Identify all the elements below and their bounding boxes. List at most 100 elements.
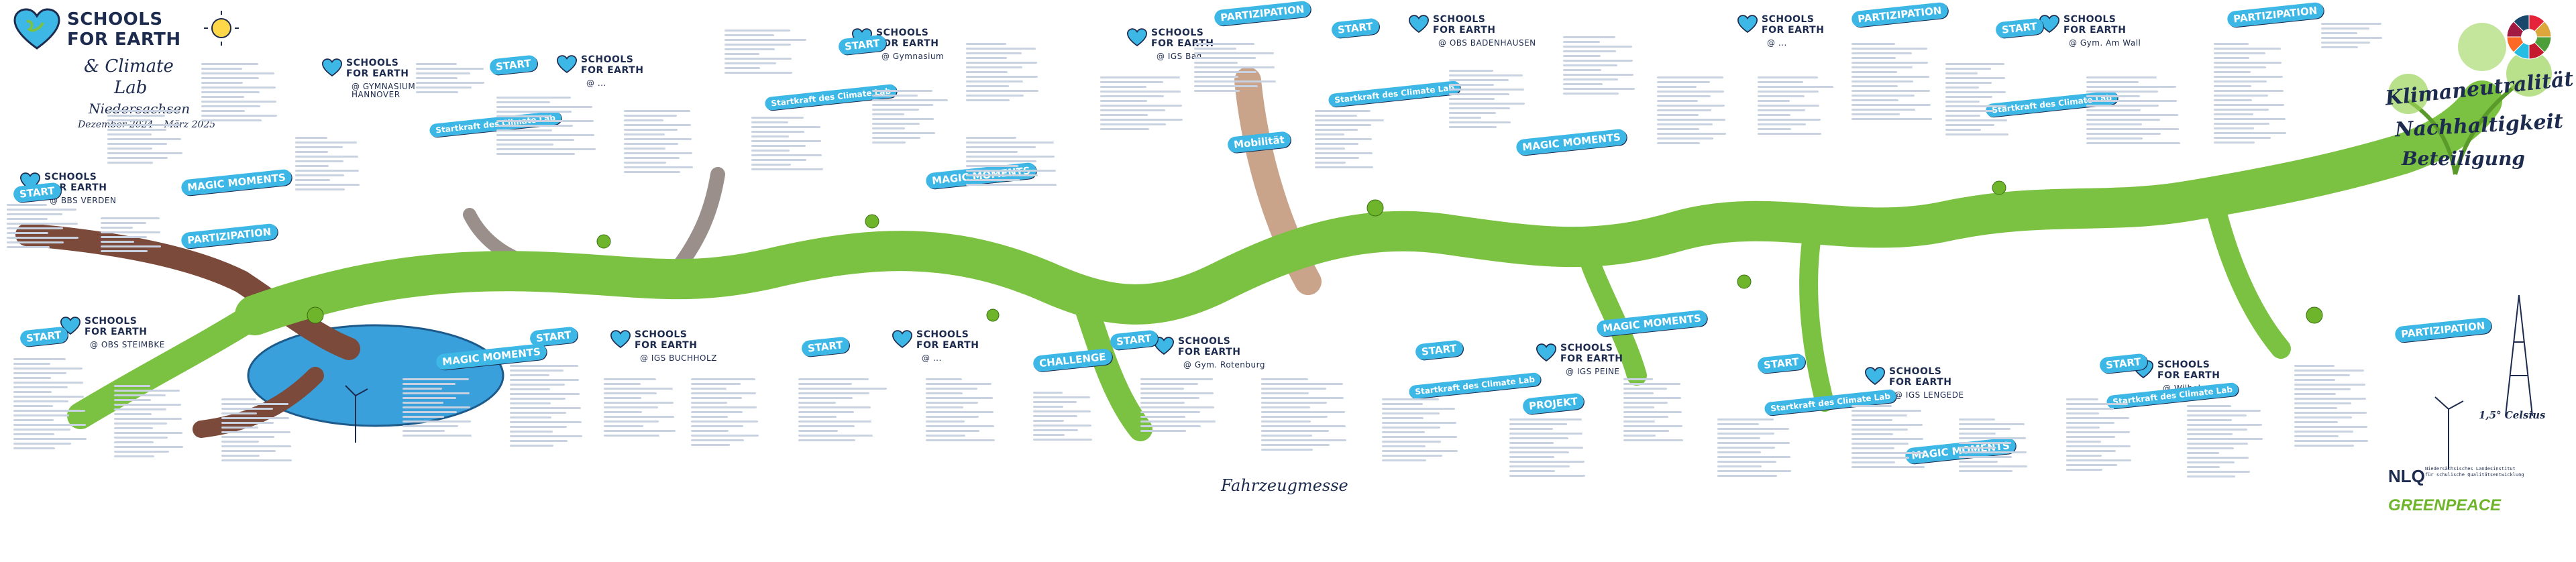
heart-globe-icon (13, 8, 60, 50)
school-brand-line1: SCHOOLS (44, 172, 97, 182)
heart-globe-icon (557, 55, 577, 74)
note-block (966, 134, 1067, 201)
note-block (7, 201, 87, 262)
school-brand-line2: FOR EARTH (916, 340, 979, 351)
sdg-wheel-icon (2506, 14, 2552, 60)
header-brand: SCHOOLS FOR EARTH & Climate Lab Niedersa… (13, 8, 239, 149)
goal-line3: Beteiligung (2402, 148, 2526, 170)
fahrzeugmesse-label: Fahrzeugmesse (1221, 476, 1348, 495)
school-brand-line1: SCHOOLS (1762, 14, 1815, 25)
note-block (13, 355, 101, 476)
heart-globe-icon (1737, 15, 1758, 34)
brand-line1: SCHOOLS (67, 9, 163, 30)
note-block (107, 107, 188, 181)
school-name: @ IGS PEINE (1566, 367, 1620, 376)
note-block (2066, 396, 2147, 496)
school-name: @ ... (922, 353, 942, 363)
school-brand-line1: SCHOOLS (2063, 14, 2116, 25)
note-block (1657, 74, 1731, 168)
heart-globe-icon (1865, 367, 1885, 386)
note-block (1945, 60, 2019, 161)
note-block (926, 376, 1006, 463)
school-brand-line1: SCHOOLS (2157, 359, 2210, 370)
school-brand-line2: FOR EARTH (2157, 370, 2220, 381)
note-block (1623, 376, 1697, 463)
note-block (416, 60, 490, 107)
school-brand-line2: FOR EARTH (876, 38, 939, 49)
school-brand-line1: SCHOOLS (581, 54, 634, 65)
heart-globe-icon (1536, 343, 1556, 362)
school-brand-line1: SCHOOLS (1889, 366, 1942, 377)
note-block (1194, 40, 1295, 107)
note-block (1033, 389, 1107, 456)
heart-globe-icon (1409, 15, 1429, 34)
note-block (1382, 396, 1469, 483)
school-name: @ ... (1767, 38, 1787, 48)
note-block (496, 94, 610, 174)
school-name: @ GYMNASIUM HANNOVER (352, 82, 416, 99)
note-block (966, 40, 1046, 121)
school-brand-line1: SCHOOLS (876, 27, 929, 38)
note-block (1509, 416, 1590, 496)
note-block (798, 376, 892, 463)
nlq-logo: NLQ (2388, 466, 2425, 486)
school-brand-line2: FOR EARTH (635, 340, 698, 351)
note-block (1449, 67, 1529, 148)
nlq-subtitle: Niedersächsisches Landesinstitut für sch… (2425, 466, 2524, 477)
heart-globe-icon (892, 330, 912, 349)
note-block (1315, 107, 1389, 188)
school-name: @ Gymnasium (881, 52, 945, 61)
note-block (2294, 362, 2375, 476)
note-block (691, 376, 771, 469)
note-block (510, 362, 590, 476)
school-brand-line1: SCHOOLS (916, 329, 969, 340)
greenpeace-logo: GREENPEACE (2388, 496, 2502, 514)
note-block (101, 215, 174, 268)
school-brand-line2: FOR EARTH (346, 68, 409, 79)
note-block (751, 114, 839, 188)
school-brand-line2: FOR EARTH (1151, 38, 1214, 49)
note-block (2321, 20, 2388, 60)
note-block (1261, 376, 1355, 476)
note-block (1758, 74, 1838, 154)
school-name: @ OBS BADENHAUSEN (1438, 38, 1536, 48)
school-brand-line1: SCHOOLS (346, 58, 399, 68)
note-block (872, 87, 953, 161)
note-block (201, 60, 288, 141)
note-block (295, 134, 376, 208)
school-name: @ IGS BUCHHOLZ (640, 353, 717, 363)
school-brand-line2: FOR EARTH (1433, 25, 1496, 36)
note-block (2086, 74, 2187, 168)
school-brand-line2: FOR EARTH (1889, 377, 1952, 388)
school-name: @ OBS STEIMBKE (90, 340, 165, 349)
school-name: @ Gym. Am Wall (2069, 38, 2141, 48)
temperature-label: 1,5° Celsius (2479, 409, 2546, 421)
school-brand-line2: FOR EARTH (1762, 25, 1825, 36)
heart-globe-icon (610, 330, 631, 349)
note-block (604, 376, 691, 456)
subtitle-region: Niedersachsen (89, 101, 191, 117)
school-brand-line2: FOR EARTH (581, 65, 644, 76)
school-name: @ Gym. Rotenburg (1183, 360, 1265, 370)
note-block (624, 107, 698, 194)
school-brand-line2: FOR EARTH (1178, 347, 1241, 357)
note-block (2214, 40, 2301, 174)
note-block (221, 396, 309, 483)
school-brand-line1: SCHOOLS (1433, 14, 1486, 25)
subtitle-climate: & Climate (84, 56, 174, 76)
school-brand-line1: SCHOOLS (635, 329, 688, 340)
note-block (1140, 376, 1221, 449)
school-name: @ ... (586, 78, 606, 88)
school-brand-line2: FOR EARTH (1560, 353, 1623, 364)
sun-icon (204, 11, 239, 46)
heart-globe-icon (322, 58, 342, 77)
heart-globe-icon (1127, 28, 1147, 47)
